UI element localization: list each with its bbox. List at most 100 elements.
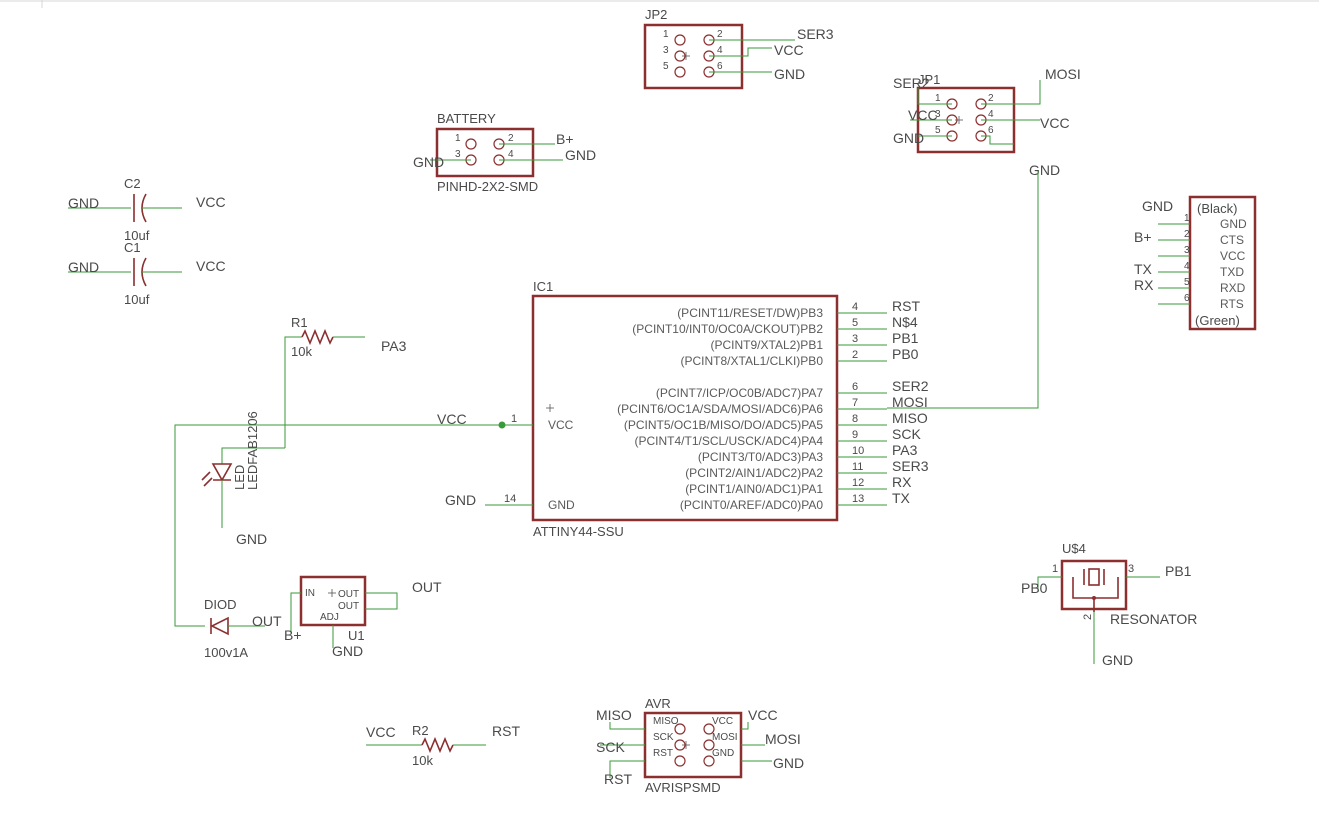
jp2-header[interactable]: JP2 1 2 3 4 5 6 xyxy=(643,7,744,90)
battery-pin-3: 3 xyxy=(455,149,461,160)
ftdi-pin-name: RTS xyxy=(1220,297,1244,311)
ic1-pin-number: 12 xyxy=(852,477,864,489)
ftdi-pin-net: RX xyxy=(1134,277,1154,293)
ic1-attiny44[interactable]: IC1 ATTINY44-SSU VCC GND xyxy=(531,279,839,539)
r2-net-rst: RST xyxy=(492,723,520,739)
ic1-net-vcc: VCC xyxy=(437,411,467,427)
jp1-pin-4: 4 xyxy=(988,109,994,120)
diode-name: DIOD xyxy=(204,597,237,612)
r2-value: 10k xyxy=(412,753,433,768)
jp2-net-ser3: SER3 xyxy=(797,26,834,42)
c1-value: 10uf xyxy=(124,292,150,307)
regulator-u1[interactable]: IN OUT OUT ADJ U1 xyxy=(299,575,367,643)
jp1-pin-5: 5 xyxy=(935,125,941,136)
ic1-pin-net: N$4 xyxy=(892,314,918,330)
u4-net-right: PB1 xyxy=(1165,563,1192,579)
ftdi-pin-net: B+ xyxy=(1134,229,1152,245)
jp2-net-vcc: VCC xyxy=(774,42,804,58)
ic1-pin-function: (PCINT1/AIN0/ADC1)PA1 xyxy=(685,482,823,496)
capacitor-c1[interactable]: C1 10uf GND VCC xyxy=(68,240,226,307)
ic1-pin-net: TX xyxy=(892,490,911,506)
ic1-pin-net: PB0 xyxy=(892,346,919,362)
ic1-pin-function: (PCINT9/XTAL2)PB1 xyxy=(711,338,824,352)
c1-net-vcc: VCC xyxy=(196,258,226,274)
c1-name: C1 xyxy=(124,240,141,255)
led-net-gnd: GND xyxy=(236,531,267,547)
avr-net-sck: SCK xyxy=(596,739,625,755)
jp2-pin-3: 3 xyxy=(663,45,669,56)
ftdi-pin-name: GND xyxy=(1220,217,1247,231)
ftdi-pin-number: 3 xyxy=(1184,245,1190,256)
ic1-pin-number: 11 xyxy=(852,461,863,473)
c2-value: 10uf xyxy=(124,228,150,243)
ftdi-pin-net: GND xyxy=(1142,198,1173,214)
ic1-net-gnd: GND xyxy=(445,492,476,508)
jp1-name: JP1 xyxy=(918,72,940,87)
ftdi-connector[interactable]: (Black) (Green) xyxy=(1188,195,1257,331)
u4-name: U$4 xyxy=(1062,541,1086,556)
c2-name: C2 xyxy=(124,176,141,191)
u1-pin-adj: ADJ xyxy=(320,612,339,623)
ic1-vcc-label: VCC xyxy=(548,418,574,432)
ic1-pin-net: SER2 xyxy=(892,378,929,394)
jp2-pin-6: 6 xyxy=(717,61,723,72)
jp1-pin-6: 6 xyxy=(988,125,994,136)
ic1-pin-number: 2 xyxy=(852,349,858,361)
jp2-pin-1: 1 xyxy=(663,29,669,40)
resistor-r2[interactable]: R2 10k VCC RST xyxy=(366,723,520,768)
avr-isp-header[interactable]: AVR AVRISPSMD MISO SCK RST VCC MOSI GND xyxy=(643,696,743,795)
led-name: LED xyxy=(232,465,247,490)
avr-pin-mosi: MOSI xyxy=(712,732,738,743)
battery-header[interactable]: BATTERY PINHD-2X2-SMD 1 2 3 4 xyxy=(435,111,538,194)
ftdi-top-note: (Black) xyxy=(1197,201,1237,216)
capacitor-c2[interactable]: C2 10uf GND VCC xyxy=(68,176,226,243)
c1-net-gnd: GND xyxy=(68,259,99,275)
ic1-pin-function: (PCINT6/OC1A/SDA/MOSI/ADC6)PA6 xyxy=(617,402,823,416)
jp1-pin-1: 1 xyxy=(935,93,941,104)
diode-value: 100v1A xyxy=(204,645,248,660)
jp1-pin-2: 2 xyxy=(988,93,994,104)
ic1-pin-number: 10 xyxy=(852,445,864,457)
ftdi-pin-number: 2 xyxy=(1184,229,1190,240)
diode[interactable]: DIOD 100v1A OUT xyxy=(204,597,282,660)
r1-name: R1 xyxy=(291,315,308,330)
battery-pin-1: 1 xyxy=(455,133,461,144)
ic1-pin-number: 13 xyxy=(852,493,864,505)
jp1-net-mosi: MOSI xyxy=(1045,66,1081,82)
ftdi-pin-number: 1 xyxy=(1184,213,1190,224)
avr-value: AVRISPSMD xyxy=(645,780,721,795)
ftdi-pin-number: 6 xyxy=(1184,293,1190,304)
ic1-pin-net: SCK xyxy=(892,426,921,442)
ic1-pin-function: (PCINT5/OC1B/MISO/DO/ADC5)PA5 xyxy=(624,418,823,432)
ic1-name: IC1 xyxy=(533,279,553,294)
u4-pin-3: 3 xyxy=(1128,563,1134,575)
led[interactable]: LED LEDFAB1206 GND xyxy=(201,411,285,547)
jp2-pin-5: 5 xyxy=(663,61,669,72)
avr-net-vcc: VCC xyxy=(748,707,778,723)
ic1-pin-function: (PCINT8/XTAL1/CLKI)PB0 xyxy=(681,354,824,368)
ic1-pin-function: (PCINT7/ICP/OC0B/ADC7)PA7 xyxy=(656,386,823,400)
resonator-u4[interactable]: U$4 RESONATOR 1 3 2 xyxy=(1052,541,1197,627)
ic1-pin-function: (PCINT0/AREF/ADC0)PA0 xyxy=(680,498,823,512)
resistor-r1[interactable]: R1 10k PA3 xyxy=(284,315,407,448)
ic1-pin-function: (PCINT11/RESET/DW)PB3 xyxy=(677,306,823,320)
ftdi-pin-name: RXD xyxy=(1220,281,1246,295)
battery-name: BATTERY xyxy=(437,111,496,126)
u1-pin-in: IN xyxy=(305,588,315,599)
u4-net-left: PB0 xyxy=(1021,580,1048,596)
u4-net-bottom: GND xyxy=(1102,652,1133,668)
avr-net-gnd: GND xyxy=(773,755,804,771)
avr-net-miso: MISO xyxy=(596,707,632,723)
jp2-net-gnd: GND xyxy=(774,66,805,82)
battery-pin-4: 4 xyxy=(508,149,514,160)
ic1-pin-net: PA3 xyxy=(892,442,918,458)
avr-pin-sck: SCK xyxy=(653,732,674,743)
jp1-net-gnd-right: GND xyxy=(1029,162,1060,178)
ic1-pin-function: (PCINT10/INT0/OC0A/CKOUT)PB2 xyxy=(632,322,823,336)
jp1-net-ser2: SER2 xyxy=(893,75,930,91)
jp1-net-vcc-left: VCC xyxy=(908,107,938,123)
ic1-pin-number: 3 xyxy=(852,333,858,345)
ic1-vcc-pin: 1 xyxy=(511,413,517,425)
battery-value: PINHD-2X2-SMD xyxy=(437,179,538,194)
ic1-gnd-pin: 14 xyxy=(504,493,516,505)
